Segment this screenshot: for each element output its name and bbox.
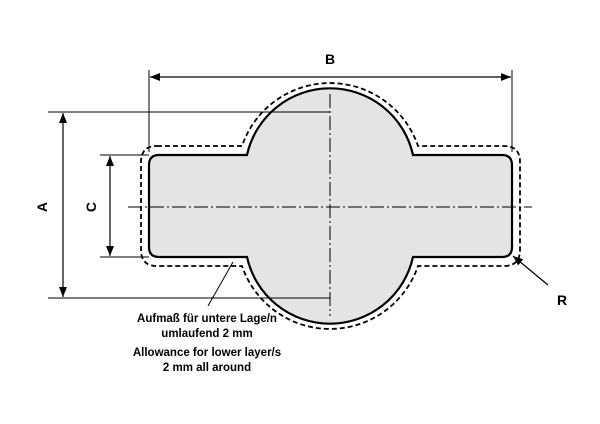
- radius-label: R: [557, 292, 567, 308]
- note-de-line1: Aufmaß für untere Lage/n: [137, 313, 277, 325]
- dimension-label-b: B: [325, 51, 335, 67]
- allowance-leader: [207, 261, 234, 307]
- note-de-line2: umlaufend 2 mm: [161, 328, 252, 340]
- dimension-label-a: A: [34, 202, 50, 212]
- note-en-line2: 2 mm all around: [163, 362, 251, 374]
- dimension-label-c: C: [83, 202, 99, 212]
- note-en-line1: Allowance for lower layer/s: [133, 347, 281, 359]
- radius-leader: [512, 255, 549, 286]
- allowance-outline: [140, 82, 521, 330]
